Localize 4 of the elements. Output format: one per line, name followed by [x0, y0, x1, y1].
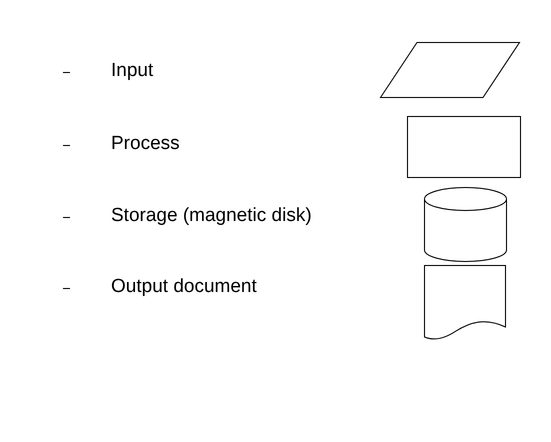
legend-text: Input: [111, 60, 154, 82]
legend-text: Output document: [111, 276, 257, 298]
legend-text: Storage (magnetic disk): [111, 205, 312, 227]
legend-text: Process: [111, 133, 180, 155]
